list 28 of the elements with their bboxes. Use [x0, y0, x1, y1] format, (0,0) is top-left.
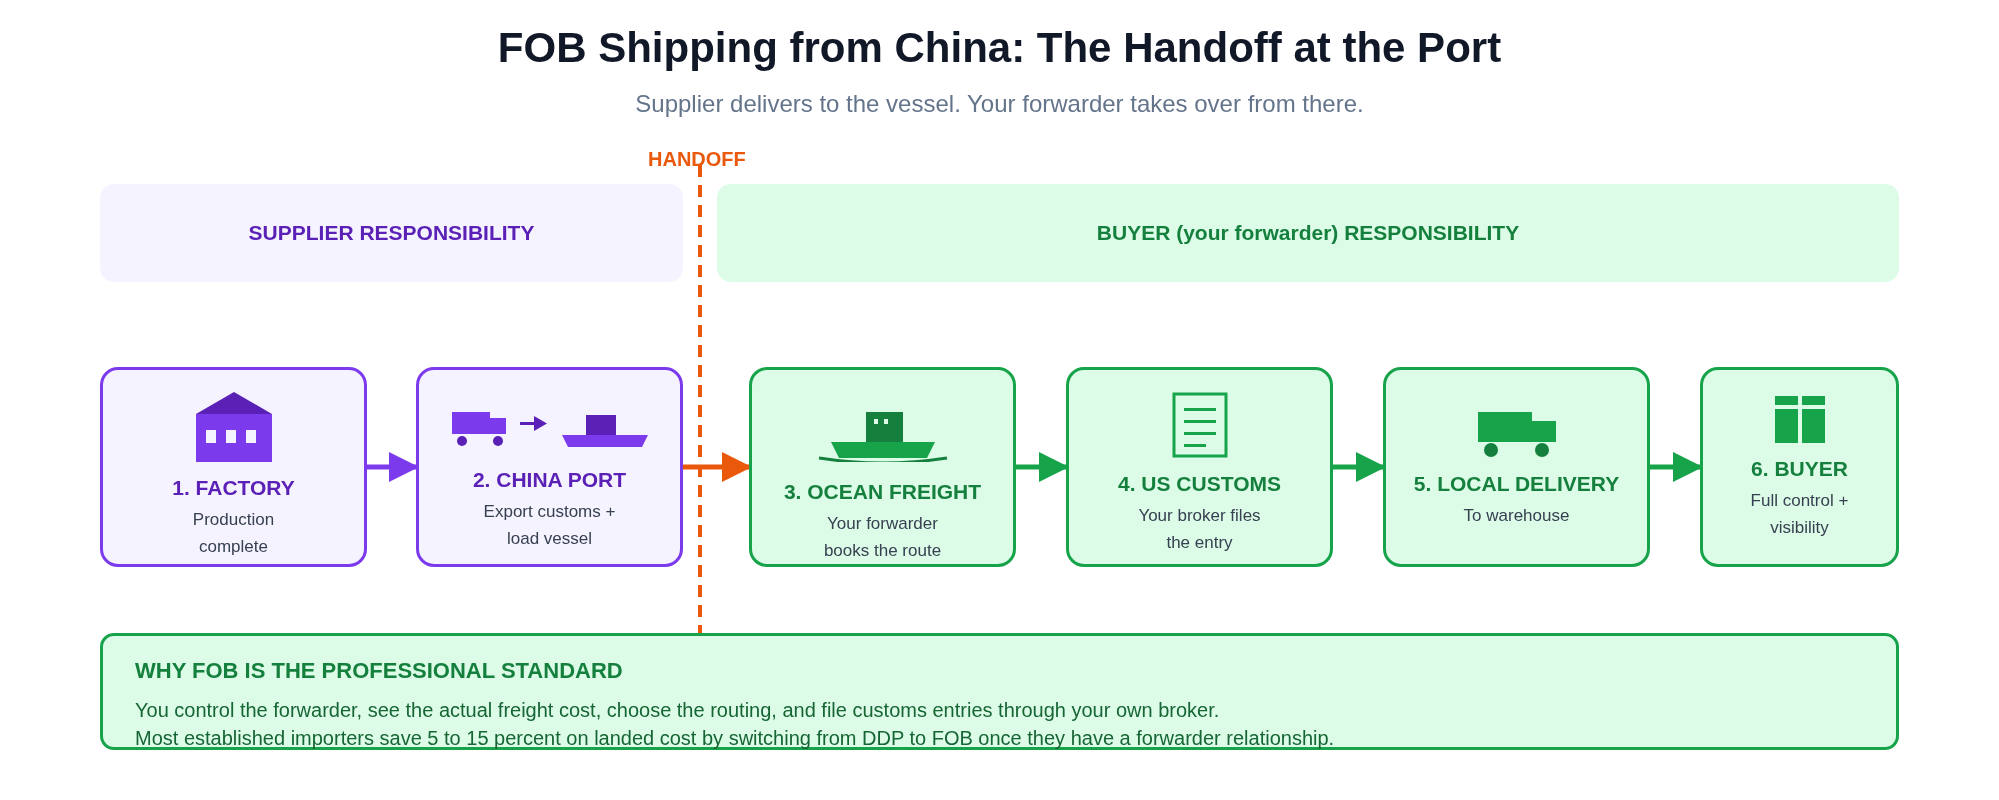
handoff-label: HANDOFF: [648, 148, 746, 171]
step-description: Full control + visibility: [1749, 490, 1850, 539]
step-description: Export customs + load vessel: [482, 501, 617, 550]
step-description: Your broker files the entry: [1137, 505, 1262, 554]
responsibility-band: [717, 184, 1899, 282]
step-box: [1066, 367, 1333, 567]
subtitle: Supplier delivers to the vessel. Your forwarder takes over from there.: [634, 90, 1365, 118]
step-box: [749, 367, 1016, 567]
note-text: You control the forwarder, see the actual freight cost, choose the routing, and file customs entries through your own broker.: [135, 698, 1221, 723]
note-heading: WHY FOB IS THE PROFESSIONAL STANDARD: [135, 658, 624, 684]
step-heading: 3. OCEAN FREIGHT: [783, 480, 982, 504]
note-box: [100, 633, 1899, 750]
step-heading: 1. FACTORY: [172, 476, 295, 500]
band-heading: SUPPLIER RESPONSIBILITY: [248, 221, 535, 245]
step-heading: 6. BUYER: [1751, 457, 1848, 481]
step-heading: 4. US CUSTOMS: [1118, 472, 1281, 496]
step-heading: 5. LOCAL DELIVERY: [1413, 472, 1620, 496]
step-box: [416, 367, 683, 567]
step-description: Your forwarder books the route: [822, 513, 943, 562]
step-box: [1383, 367, 1650, 567]
step-box: [1700, 367, 1899, 567]
note-text: Most established importers save 5 to 15 percent on landed cost by switching from DDP to FOB once they have a forwarder relationship.: [135, 726, 1336, 751]
step-description: Production complete: [191, 509, 276, 558]
diagram-title: FOB Shipping from China: The Handoff at the Port: [496, 24, 1503, 72]
step-heading: 2. CHINA PORT: [472, 468, 627, 492]
step-description: To warehouse: [1462, 505, 1571, 527]
step-box: [100, 367, 367, 567]
band-heading: BUYER (your forwarder) RESPONSIBILITY: [1096, 221, 1520, 245]
